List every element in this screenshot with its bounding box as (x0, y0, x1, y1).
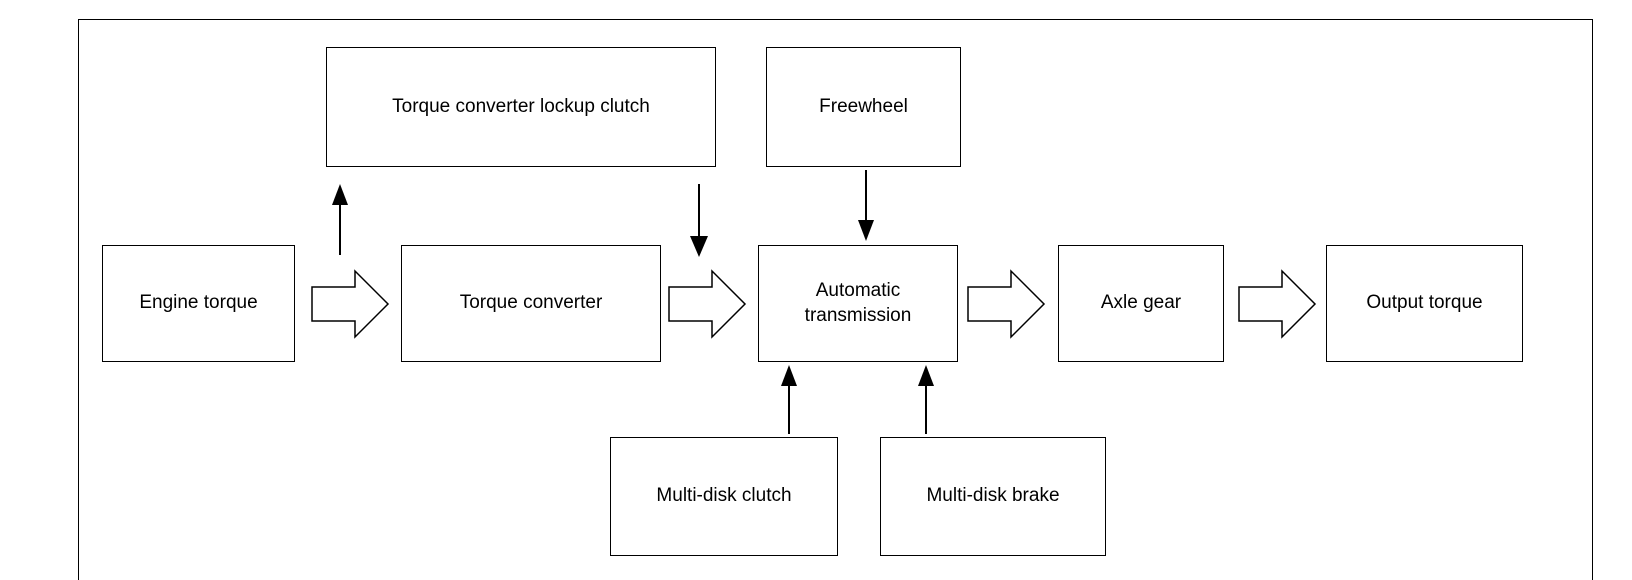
label-multi-disk-brake: Multi-disk brake (926, 485, 1060, 507)
label-output-torque: Output torque (1366, 292, 1483, 314)
box-freewheel: Freewheel (766, 47, 961, 167)
box-engine-torque: Engine torque (102, 245, 295, 362)
label-torque-converter: Torque converter (459, 292, 603, 314)
box-output-torque: Output torque (1326, 245, 1523, 362)
label-torque-converter-lockup-clutch: Torque converter lockup clutch (392, 95, 650, 117)
box-axle-gear: Axle gear (1058, 245, 1224, 362)
box-automatic-transmission: Automatic transmission (758, 245, 958, 362)
box-multi-disk-brake: Multi-disk brake (880, 437, 1106, 556)
label-axle-gear: Axle gear (1100, 292, 1182, 314)
diagram-frame (78, 19, 1593, 580)
box-multi-disk-clutch: Multi-disk clutch (610, 437, 838, 556)
box-torque-converter-lockup-clutch: Torque converter lockup clutch (326, 47, 716, 167)
label-multi-disk-clutch: Multi-disk clutch (656, 485, 792, 507)
label-engine-torque: Engine torque (139, 292, 258, 314)
box-torque-converter: Torque converter (401, 245, 661, 362)
label-freewheel: Freewheel (819, 95, 908, 117)
label-automatic-transmission: Automatic transmission (804, 279, 912, 326)
